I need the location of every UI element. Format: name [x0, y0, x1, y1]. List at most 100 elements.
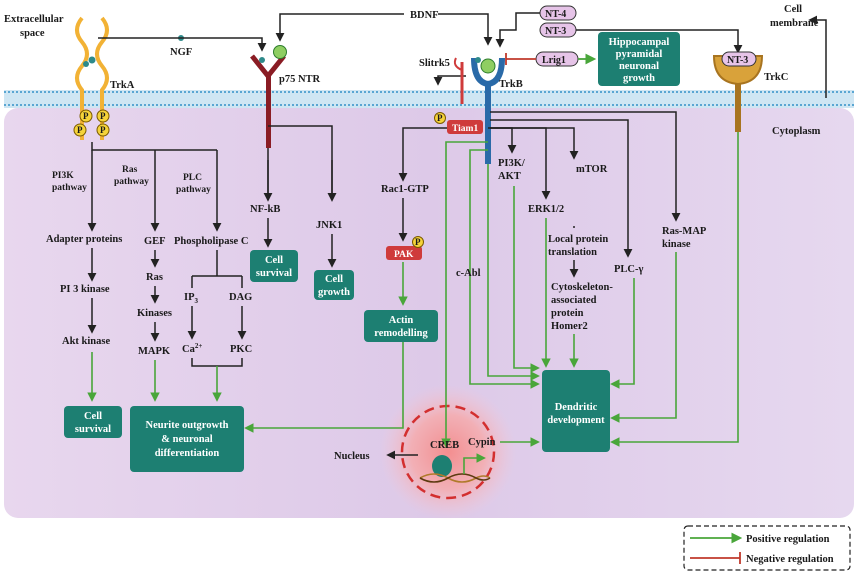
- dag: DAG: [229, 292, 252, 303]
- tiam1-box: Tiam1 P: [434, 112, 483, 134]
- cyto-associated-protein: Cytoskeleton-: [551, 282, 613, 293]
- svg-text:survival: survival: [75, 424, 111, 435]
- svg-text:P: P: [437, 113, 443, 123]
- trkb-label: TrkB: [499, 79, 523, 90]
- svg-text:PAK: PAK: [394, 250, 414, 260]
- svg-text:Cell: Cell: [265, 255, 283, 266]
- mtor: mTOR: [576, 164, 608, 175]
- svg-text:differentiation: differentiation: [155, 448, 220, 459]
- cell-membrane: [4, 90, 854, 108]
- pak-box: PAK P: [386, 236, 424, 260]
- trka-phospho: P P P P: [73, 109, 110, 137]
- cell-survival-trka-box: Cell survival: [64, 406, 122, 438]
- svg-text:pathway: pathway: [52, 183, 87, 193]
- creb-label: CREB: [430, 440, 459, 451]
- svg-text:P: P: [100, 125, 106, 135]
- svg-text:space: space: [20, 28, 45, 39]
- svg-text:Neurite outgrowth: Neurite outgrowth: [146, 420, 229, 431]
- nucleus: [380, 384, 516, 520]
- svg-text:pyramidal: pyramidal: [616, 49, 663, 60]
- svg-text:associated: associated: [551, 295, 597, 306]
- svg-text:& neuronal: & neuronal: [161, 434, 213, 445]
- lrig1-pill: Lrig1: [535, 51, 579, 67]
- trkb-receptor: [471, 57, 505, 164]
- c-abl: c-Abl: [456, 268, 481, 279]
- neurite-outgrowth-box: Neurite outgrowth & neuronal differentia…: [130, 406, 244, 472]
- slitrk5-label: Slitrk5: [419, 58, 450, 69]
- cell-membrane-label: Cell: [784, 4, 802, 15]
- adapter-proteins: Adapter proteins: [46, 234, 122, 245]
- ras-map-kinase: Ras-MAP: [662, 226, 707, 237]
- svg-text:AKT: AKT: [498, 171, 521, 182]
- phospholipase-c: Phospholipase C: [174, 236, 248, 247]
- p75-label: p75 NTR: [279, 74, 321, 85]
- akt-kinase: Akt kinase: [62, 336, 110, 347]
- svg-text:P: P: [77, 125, 83, 135]
- legend-negative: Negative regulation: [746, 554, 834, 565]
- trka-label: TrkA: [110, 80, 135, 91]
- nt3-pill: NT-3: [539, 22, 577, 38]
- svg-text:protein: protein: [551, 308, 584, 319]
- trka-receptor: [75, 16, 109, 140]
- svg-text:translation: translation: [548, 247, 597, 258]
- creb-protein: [432, 455, 452, 477]
- ras-pathway-label: Ras: [122, 165, 138, 175]
- rac1-gtp: Rac1-GTP: [381, 184, 429, 195]
- cypin-label: Cypin: [468, 437, 496, 448]
- svg-text:NT-3: NT-3: [545, 26, 566, 37]
- svg-text:Homer2: Homer2: [551, 321, 588, 332]
- svg-text:Tiam1: Tiam1: [452, 124, 478, 134]
- dendritic-development-box: Dendritic development: [542, 370, 610, 452]
- ras: Ras: [146, 272, 163, 283]
- svg-text:growth: growth: [623, 73, 655, 84]
- cytoplasm-label: Cytoplasm: [772, 126, 821, 137]
- extracellular-label: Extracellular: [4, 14, 64, 25]
- ngf-label: NGF: [170, 47, 192, 58]
- ip3: IP3: [184, 292, 199, 305]
- cell-survival-p75-box: Cell survival: [250, 250, 298, 282]
- svg-text:P: P: [83, 111, 89, 121]
- svg-text:Dendritic: Dendritic: [555, 402, 598, 413]
- svg-text:NT-4: NT-4: [545, 9, 566, 20]
- nfkb: NF-kB: [250, 204, 280, 215]
- trkc-label: TrkC: [764, 72, 788, 83]
- plc-pathway-label: PLC: [183, 173, 202, 183]
- svg-text:growth: growth: [318, 287, 350, 298]
- actin-remodelling-box: Actin remodelling: [364, 310, 438, 342]
- svg-text:Cell: Cell: [84, 411, 102, 422]
- p75-receptor: [250, 45, 287, 148]
- svg-text:kinase: kinase: [662, 239, 691, 250]
- svg-text:survival: survival: [256, 268, 292, 279]
- svg-text:pathway: pathway: [114, 177, 149, 187]
- legend-positive: Positive regulation: [746, 534, 830, 545]
- dna-strand: [419, 473, 491, 483]
- pi3-kinase: PI 3 kinase: [60, 284, 110, 295]
- svg-text:P: P: [415, 237, 421, 247]
- pi3k-pathway-label: PI3K: [52, 171, 74, 181]
- hippocampal-growth-box: Hippocampal pyramidal neuronal growth: [598, 32, 680, 86]
- kinases: Kinases: [137, 308, 172, 319]
- nucleus-label: Nucleus: [334, 451, 370, 462]
- bdnf-label: BDNF: [410, 10, 439, 21]
- trkc-receptor: NT-3: [712, 51, 764, 132]
- mapk: MAPK: [138, 346, 171, 357]
- cell-growth-box: Cell growth: [314, 270, 354, 300]
- legend: Positive regulation Negative regulation: [683, 525, 851, 571]
- pi3k-akt: PI3K/: [498, 158, 526, 169]
- local-protein: Local protein: [548, 234, 608, 245]
- svg-text:neuronal: neuronal: [619, 61, 659, 72]
- svg-text:remodelling: remodelling: [374, 328, 428, 339]
- svg-text:P: P: [100, 111, 106, 121]
- erk12: ERK1/2: [528, 204, 564, 215]
- jnk1: JNK1: [316, 220, 342, 231]
- slitrk5-protein: [453, 57, 464, 104]
- svg-text:pathway: pathway: [176, 185, 211, 195]
- svg-text:Lrig1: Lrig1: [542, 55, 566, 66]
- nt4-pill: NT-4: [539, 5, 577, 21]
- svg-text:Hippocampal: Hippocampal: [609, 37, 670, 48]
- gef: GEF: [144, 236, 166, 247]
- pkc: PKC: [230, 344, 252, 355]
- svg-text:development: development: [547, 415, 605, 426]
- calcium: Ca2+: [182, 342, 202, 355]
